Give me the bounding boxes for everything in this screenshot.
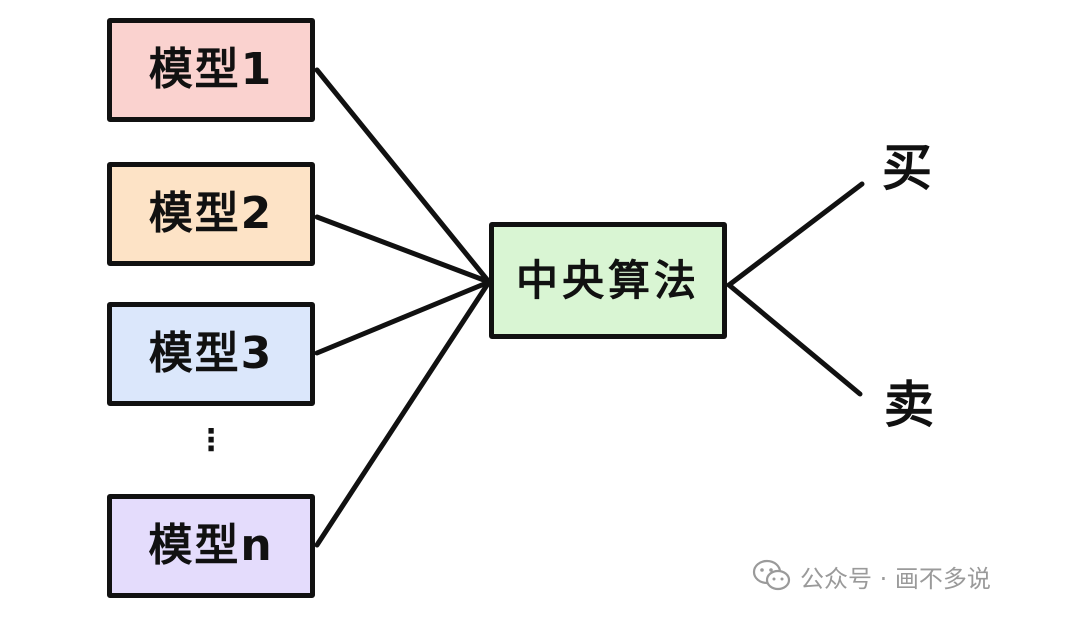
- connector-model-2: [314, 214, 492, 285]
- model-label-1: 模型1: [148, 44, 274, 95]
- output-sell: 卖: [884, 376, 934, 434]
- model-box-1: 模型1: [107, 18, 315, 122]
- connector-model-1: [314, 67, 492, 285]
- connector-model-n: [314, 279, 492, 548]
- connector-model-3: [314, 279, 492, 356]
- model-box-2: 模型2: [107, 162, 315, 266]
- connector-sell: [726, 282, 863, 397]
- wechat-icon: [752, 559, 791, 591]
- model-label-3: 模型3: [148, 328, 274, 379]
- central-algorithm-label: 中央算法: [515, 255, 700, 305]
- central-algorithm-box: 中央算法: [489, 222, 727, 339]
- model-label-n: 模型n: [148, 520, 274, 571]
- watermark-text: 公众号 · 画不多说: [800, 564, 991, 593]
- model-box-n: 模型n: [107, 494, 315, 598]
- connector-buy: [726, 181, 865, 288]
- model-box-3: 模型3: [107, 302, 315, 406]
- output-buy: 买: [882, 139, 932, 197]
- watermark: 公众号 · 画不多说: [752, 556, 991, 596]
- ellipsis: ⋮: [196, 423, 226, 458]
- model-label-2: 模型2: [148, 188, 274, 239]
